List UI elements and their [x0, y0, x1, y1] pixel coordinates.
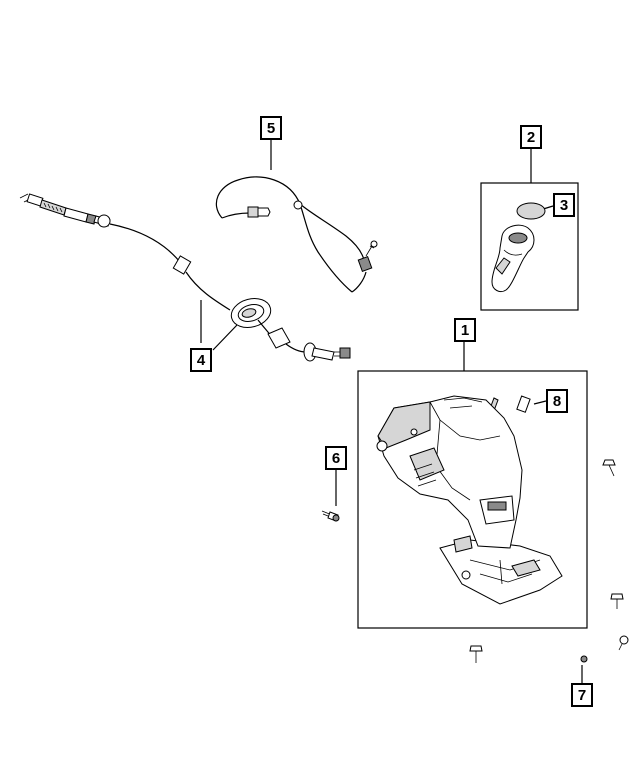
- callout-4: 4: [190, 348, 212, 372]
- shifter-group-box: [357, 370, 588, 629]
- wire-harness: [215, 176, 378, 293]
- callout-3: 3: [553, 193, 575, 217]
- callout-6: 6: [325, 446, 347, 470]
- bolt-lower-right: [618, 635, 629, 651]
- shift-knob: [491, 202, 546, 293]
- bolt-part-6: [321, 510, 340, 522]
- bolt-near-callout-7: [580, 655, 588, 663]
- callout-7: 7: [571, 683, 593, 707]
- bolt-bottom: [469, 645, 483, 663]
- callout-5: 5: [260, 116, 282, 140]
- callout-8: 8: [546, 389, 568, 413]
- knob-group-box: [480, 182, 579, 311]
- bolt-upper-right: [602, 459, 616, 477]
- callout-2: 2: [520, 125, 542, 149]
- leader-4b: [212, 324, 238, 351]
- callout-1: 1: [454, 318, 476, 342]
- leader-8: [533, 400, 547, 405]
- shift-cable: [19, 193, 351, 362]
- bolt-mid-right: [610, 593, 624, 609]
- shifter-assembly: [376, 395, 563, 605]
- pin-part-8: [516, 395, 531, 413]
- fasteners-part-7: [469, 459, 629, 663]
